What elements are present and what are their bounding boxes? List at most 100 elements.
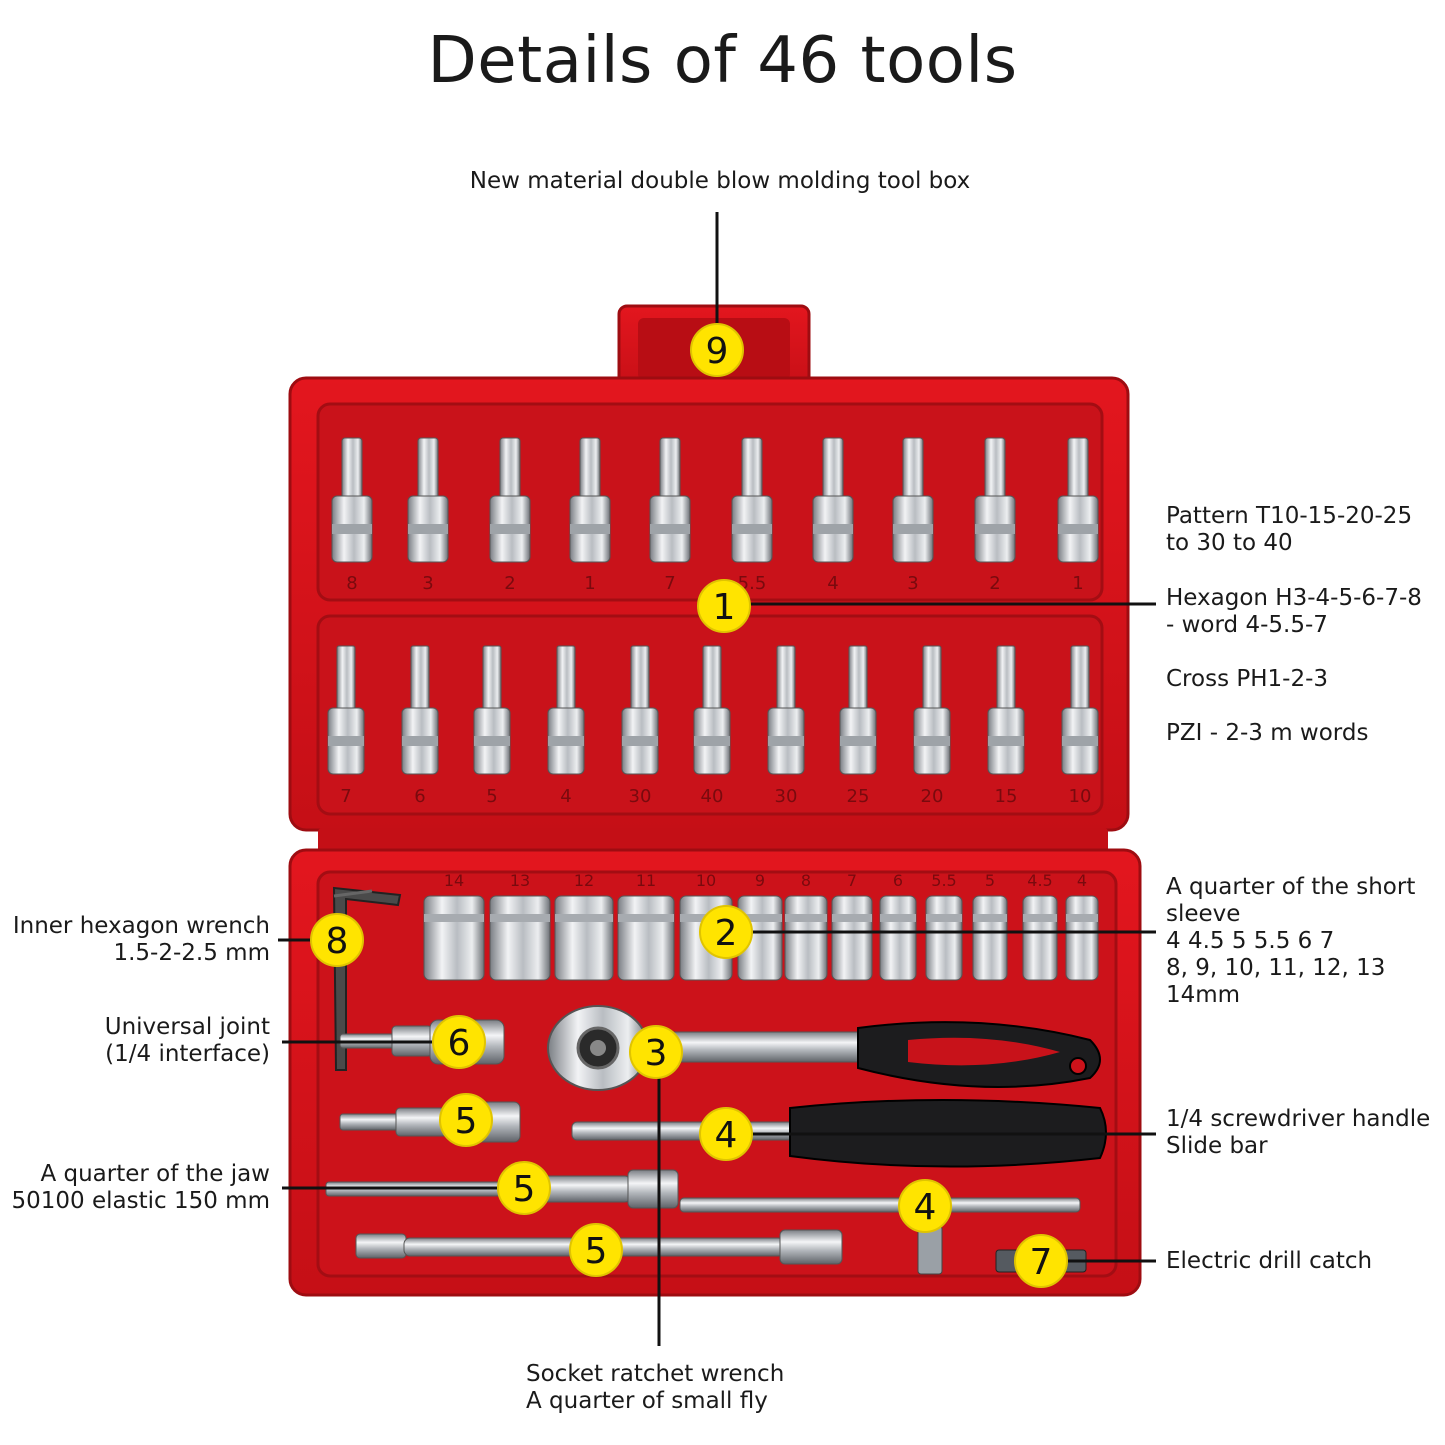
middle-row-size-label: 7 bbox=[340, 786, 351, 807]
middle-bit-row bbox=[327, 645, 1099, 775]
socket-sleeve bbox=[1065, 895, 1099, 981]
bits-label-line: PZI - 2-3 m words bbox=[1166, 720, 1369, 746]
screwdriver-bit-socket bbox=[569, 437, 611, 563]
callout-marker: 7 bbox=[1014, 1234, 1068, 1288]
callout-marker: 5 bbox=[439, 1093, 493, 1147]
middle-row-size-label: 25 bbox=[847, 786, 870, 807]
middle-row-size-label: 40 bbox=[701, 786, 724, 807]
ratchet-label: Socket ratchet wrench A quarter of small… bbox=[526, 1361, 784, 1415]
socket-sleeve bbox=[1022, 895, 1058, 981]
sleeve-size-label: 4 bbox=[1077, 871, 1087, 890]
socket-sleeve bbox=[972, 895, 1008, 981]
hexkey-label: Inner hexagon wrench 1.5-2-2.5 mm bbox=[0, 913, 270, 967]
middle-row-size-label: 30 bbox=[629, 786, 652, 807]
screwdriver-bit-socket bbox=[649, 437, 691, 563]
callout-marker: 1 bbox=[697, 579, 751, 633]
case-hinge bbox=[318, 828, 1108, 854]
middle-row-size-label: 6 bbox=[414, 786, 425, 807]
middle-row-size-label: 15 bbox=[995, 786, 1018, 807]
sleeve-size-label: 6 bbox=[893, 871, 903, 890]
screwdriver-bit-socket bbox=[731, 437, 773, 563]
sleeve-size-label: 12 bbox=[574, 871, 594, 890]
sleeve-size-label: 8 bbox=[801, 871, 811, 890]
sleeve-size-label: 5.5 bbox=[931, 871, 956, 890]
callout-marker: 6 bbox=[432, 1015, 486, 1069]
bits-label-hexagon: Hexagon H3-4-5-6-7-8 - word 4-5.5-7 bbox=[1166, 585, 1422, 639]
sleeve-size-label: 10 bbox=[696, 871, 716, 890]
socket-sleeve-row bbox=[423, 895, 1099, 981]
sleeves-label-line: 14mm bbox=[1166, 982, 1241, 1008]
top-row-size-label: 8 bbox=[346, 573, 357, 594]
callout-marker: 3 bbox=[629, 1025, 683, 1079]
socket-sleeve bbox=[925, 895, 963, 981]
callout-marker-number: 1 bbox=[713, 587, 736, 628]
callout-marker: 4 bbox=[898, 1179, 952, 1233]
callout-marker-number: 5 bbox=[455, 1101, 478, 1142]
callout-marker-number: 7 bbox=[1030, 1242, 1053, 1283]
hex-bit-socket bbox=[839, 645, 877, 775]
callout-marker: 8 bbox=[310, 913, 364, 967]
socket-sleeve bbox=[879, 895, 917, 981]
bits-label-line: to 30 to 40 bbox=[1166, 530, 1293, 556]
handle-label: 1/4 screwdriver handle Slide bar bbox=[1166, 1106, 1430, 1160]
top-row-size-label: 7 bbox=[664, 573, 675, 594]
extension-label-line: 50100 elastic 150 mm bbox=[11, 1188, 270, 1214]
sleeve-size-label: 14 bbox=[444, 871, 464, 890]
middle-row-size-label: 5 bbox=[486, 786, 497, 807]
sleeves-label-line: A quarter of the short bbox=[1166, 874, 1416, 900]
drill-label-line: Electric drill catch bbox=[1166, 1248, 1373, 1274]
handle-label-line: Slide bar bbox=[1166, 1133, 1268, 1159]
ujoint-label-line: Universal joint bbox=[104, 1014, 270, 1040]
ratchet-label-line: A quarter of small fly bbox=[526, 1388, 768, 1414]
screwdriver-bit-socket bbox=[407, 437, 449, 563]
hex-bit-socket bbox=[987, 645, 1025, 775]
socket-sleeve bbox=[489, 895, 551, 981]
callout-marker: 4 bbox=[699, 1107, 753, 1161]
callout-marker: 2 bbox=[699, 905, 753, 959]
bits-label-pattern: Pattern T10-15-20-25 to 30 to 40 bbox=[1166, 503, 1412, 557]
hex-bit-socket bbox=[693, 645, 731, 775]
middle-row-size-label: 10 bbox=[1069, 786, 1092, 807]
page-title: Details of 46 tools bbox=[427, 24, 1018, 98]
hexkey-label-line: Inner hexagon wrench bbox=[12, 913, 270, 939]
middle-row-size-label: 30 bbox=[775, 786, 798, 807]
screwdriver-bit-socket bbox=[489, 437, 531, 563]
callout-marker-number: 5 bbox=[513, 1169, 536, 1210]
top-row-size-label: 4 bbox=[827, 573, 838, 594]
callout-marker: 5 bbox=[569, 1223, 623, 1277]
handle-label-line: 1/4 screwdriver handle bbox=[1166, 1106, 1431, 1132]
sleeves-label-line: 4 4.5 5 5.5 6 7 bbox=[1166, 928, 1335, 954]
callout-marker-number: 5 bbox=[585, 1231, 608, 1272]
ujoint-label-line: (1/4 interface) bbox=[105, 1041, 270, 1067]
bits-label-pzi: PZI - 2-3 m words bbox=[1166, 720, 1368, 747]
top-bit-row bbox=[331, 437, 1099, 563]
top-row-size-label: 2 bbox=[989, 573, 1000, 594]
callout-marker-number: 4 bbox=[914, 1187, 937, 1228]
bits-label-line: Hexagon H3-4-5-6-7-8 bbox=[1166, 585, 1422, 611]
sleeves-label: A quarter of the short sleeve 4 4.5 5 5.… bbox=[1166, 874, 1415, 1009]
bits-label-line: - word 4-5.5-7 bbox=[1166, 612, 1328, 638]
hex-bit-socket bbox=[327, 645, 365, 775]
bits-label-line: Pattern T10-15-20-25 bbox=[1166, 503, 1413, 529]
screwdriver-bit-socket bbox=[1057, 437, 1099, 563]
callout-marker-number: 4 bbox=[715, 1115, 738, 1156]
callout-marker: 9 bbox=[690, 323, 744, 377]
top-row-size-label: 1 bbox=[584, 573, 595, 594]
top-row-size-label: 5.5 bbox=[738, 573, 767, 594]
callout-marker-number: 6 bbox=[448, 1023, 471, 1064]
hexkey-label-line: 1.5-2-2.5 mm bbox=[113, 940, 270, 966]
sleeve-size-label: 7 bbox=[847, 871, 857, 890]
top-row-size-label: 3 bbox=[422, 573, 433, 594]
hex-key-wrench bbox=[332, 886, 402, 1071]
screwdriver-bit-socket bbox=[331, 437, 373, 563]
callout-marker: 5 bbox=[497, 1161, 551, 1215]
screwdriver-bit-socket bbox=[974, 437, 1016, 563]
socket-sleeve bbox=[784, 895, 828, 981]
hex-bit-socket bbox=[621, 645, 659, 775]
sleeves-label-line: sleeve bbox=[1166, 901, 1241, 927]
screwdriver-bit-socket bbox=[812, 437, 854, 563]
